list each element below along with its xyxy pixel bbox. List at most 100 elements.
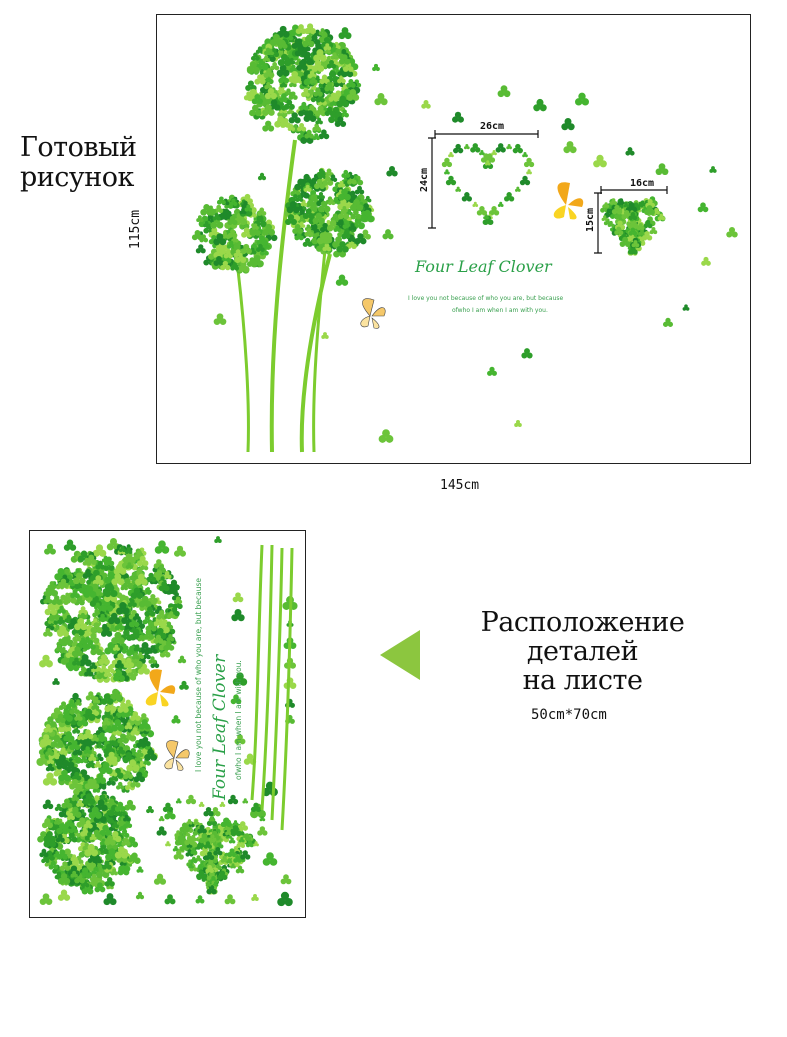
clover-icon (156, 826, 167, 836)
clover-icon (167, 611, 176, 619)
clover-icon (302, 89, 310, 97)
clover-icon (153, 873, 167, 885)
clover-icon (243, 833, 252, 841)
clover-icon (641, 231, 653, 241)
clover-icon (213, 846, 223, 856)
clover-icon (631, 240, 640, 248)
clover-icon (246, 61, 260, 74)
clover-icon (55, 754, 70, 767)
clover-icon (336, 95, 350, 108)
clover-icon (71, 794, 80, 802)
clover-icon (232, 672, 248, 686)
clover-icon (340, 205, 348, 213)
clover-icon (312, 123, 321, 132)
clover-icon (136, 866, 144, 873)
clover-icon (124, 722, 133, 730)
clover-icon (43, 595, 53, 604)
clover-icon (103, 556, 115, 567)
clover-icon (123, 820, 133, 829)
clover-icon (244, 204, 253, 212)
clover-icon (328, 198, 336, 206)
clover-icon (136, 555, 149, 567)
clover-icon (253, 841, 259, 847)
clover-icon (479, 150, 485, 156)
clover-icon (96, 741, 104, 749)
clover-icon (726, 226, 738, 238)
quote-line: ofwho I am when I am with you. (452, 307, 548, 314)
clover-icon (57, 889, 71, 901)
clover-icon (145, 621, 157, 632)
clover-icon (90, 622, 103, 634)
clover-icon (56, 625, 68, 635)
clover-icon (135, 573, 148, 586)
clover-icon (173, 850, 184, 860)
clover-icon (382, 229, 394, 240)
clover-icon (104, 835, 116, 846)
clover-icon (304, 129, 314, 139)
clover-icon (57, 873, 71, 885)
clover-icon (521, 348, 533, 359)
clover-icon (125, 562, 133, 570)
clover-icon (171, 715, 181, 724)
clover-icon (89, 662, 98, 670)
clover-icon (269, 33, 283, 46)
clover-icon (132, 613, 141, 621)
clover-icon (82, 708, 96, 721)
clover-icon (230, 826, 242, 837)
clover-icon (216, 196, 226, 205)
clover-icon (227, 794, 239, 805)
clover-icon (162, 570, 172, 580)
clover-icon (448, 152, 454, 158)
clover-icon (95, 865, 110, 879)
label-line: деталей (526, 636, 639, 667)
clover-icon (59, 637, 69, 645)
clover-icon (217, 870, 228, 881)
clover-icon (82, 557, 92, 566)
clover-icon (59, 747, 68, 755)
clover-icon (197, 824, 207, 834)
clover-icon (162, 802, 174, 813)
clover-icon (124, 547, 133, 555)
clover-icon (239, 207, 247, 215)
finished-picture-frame (156, 14, 751, 464)
clover-icon (177, 655, 187, 664)
clover-icon (491, 150, 497, 156)
clover-icon (324, 82, 335, 92)
clover-icon (655, 163, 669, 176)
clover-icon (484, 160, 491, 166)
clover-icon (82, 793, 96, 805)
clover-icon (138, 719, 151, 730)
clover-icon (235, 865, 245, 874)
clover-icon (63, 731, 75, 742)
clover-icon (330, 52, 339, 60)
clover-icon (286, 201, 300, 214)
clover-icon (386, 165, 398, 177)
clover-icon (74, 618, 88, 631)
clover-icon (101, 717, 111, 726)
clover-heart-outline (441, 143, 535, 225)
clover-icon (175, 798, 182, 804)
clover-icon (455, 186, 462, 192)
clover-ball (284, 167, 375, 258)
clover-icon (118, 545, 126, 553)
clover-icon (84, 618, 92, 626)
clover-icon (115, 781, 125, 790)
clover-icon (313, 49, 327, 62)
clover-icon (212, 212, 221, 221)
clover-icon (64, 614, 74, 623)
clover-icon (262, 55, 270, 62)
clover-icon (292, 224, 304, 234)
clover-icon (229, 198, 238, 206)
clover-icon (224, 894, 236, 905)
clover-icon (111, 821, 119, 829)
clover-icon (205, 881, 212, 887)
clover-icon (89, 873, 99, 882)
clover-icon (43, 835, 57, 848)
clover-icon (264, 81, 273, 90)
clover-icon (526, 169, 532, 175)
clover-icon (53, 850, 61, 858)
clover-icon (337, 75, 346, 84)
clover-icon (130, 727, 140, 736)
clover-icon (302, 237, 313, 247)
